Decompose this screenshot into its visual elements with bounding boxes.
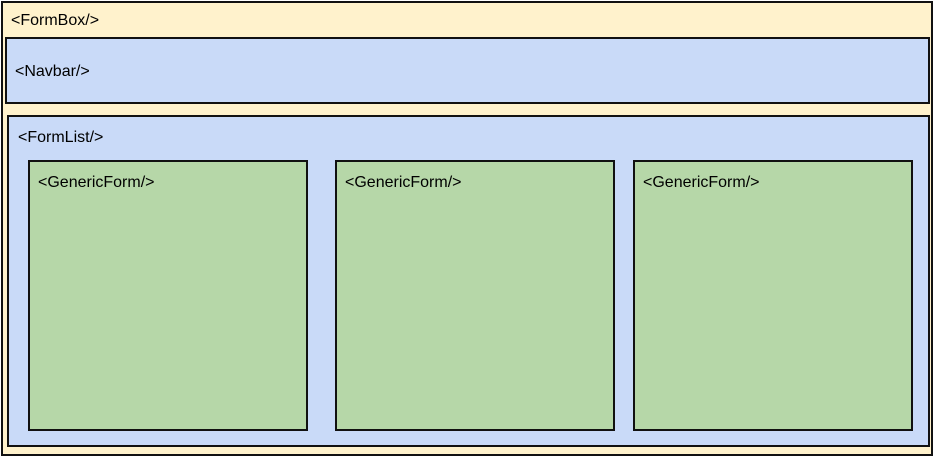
- generic-form-component-2: <GenericForm/>: [335, 160, 615, 431]
- navbar-component: <Navbar/>: [5, 37, 930, 104]
- generic-form-label: <GenericForm/>: [643, 174, 760, 191]
- generic-form-label: <GenericForm/>: [38, 174, 155, 191]
- generic-form-component-3: <GenericForm/>: [633, 160, 913, 431]
- generic-form-component-1: <GenericForm/>: [28, 160, 308, 431]
- formlist-label: <FormList/>: [18, 129, 104, 146]
- formbox-label: <FormBox/>: [11, 12, 100, 29]
- generic-form-label: <GenericForm/>: [345, 174, 462, 191]
- navbar-label: <Navbar/>: [15, 63, 90, 80]
